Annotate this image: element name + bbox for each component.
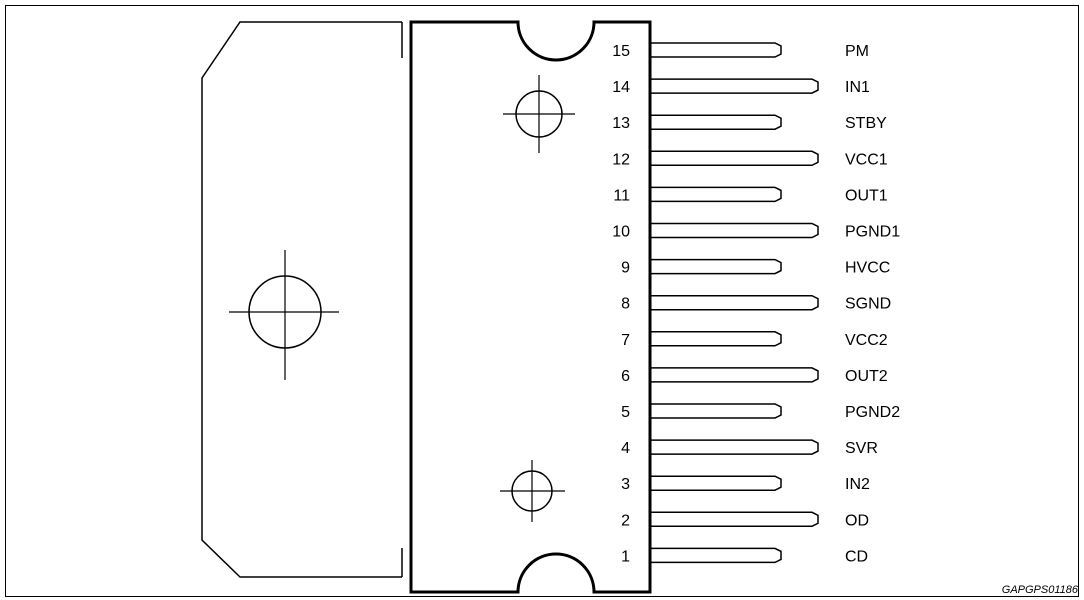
pin-label: OD	[845, 512, 869, 529]
pin-5-lead	[650, 403, 782, 419]
alignment-mark-bottom	[500, 460, 565, 522]
pin-label: SGND	[845, 296, 891, 313]
pin-label: VCC2	[845, 332, 888, 349]
pin-6-lead	[650, 367, 819, 383]
pin-number: 7	[621, 332, 630, 349]
pin-number: 14	[612, 79, 630, 96]
pin-label: PGND2	[845, 404, 900, 421]
diagram-frame	[5, 5, 1079, 597]
pin-number: 5	[621, 404, 630, 421]
pin-number: 10	[612, 224, 630, 241]
pin-number: 4	[621, 440, 630, 457]
pin-label: IN1	[845, 79, 870, 96]
pin-label: VCC1	[845, 151, 888, 168]
pin-label: OUT2	[845, 368, 888, 385]
pin-number: 15	[612, 43, 630, 60]
pin-number: 8	[621, 296, 630, 313]
pin-number: 13	[612, 115, 630, 132]
pin-number: 3	[621, 476, 630, 493]
pin-10-lead	[650, 222, 819, 239]
pin-14-lead	[650, 78, 819, 94]
pin-7-lead	[650, 331, 782, 347]
pin-label: SVR	[845, 440, 878, 457]
pin-9-lead	[650, 258, 782, 275]
pin-12-lead	[650, 150, 819, 167]
pin-label: PM	[845, 43, 869, 60]
pin-2-lead	[650, 511, 819, 528]
pin-4-lead	[650, 439, 819, 455]
pin-number: 1	[621, 548, 630, 565]
mounting-hole-large	[229, 250, 339, 380]
pin-3-lead	[650, 475, 782, 491]
pin-8-lead	[650, 294, 819, 311]
figure-code: GAPGPS01186	[1001, 584, 1078, 596]
pin-number: 2	[621, 512, 630, 529]
pin-label: HVCC	[845, 260, 890, 277]
heatsink-tab	[201, 21, 402, 578]
pin-number: 12	[612, 151, 630, 168]
pin-label: IN2	[845, 476, 870, 493]
package-body	[409, 20, 652, 594]
pin-label: STBY	[845, 115, 887, 132]
pin-1-lead	[650, 547, 782, 564]
pin-11-lead	[650, 186, 782, 203]
pin-13-lead	[650, 114, 782, 130]
pin-label: PGND1	[845, 224, 900, 241]
pin-label: CD	[845, 548, 868, 565]
alignment-mark-top	[503, 75, 575, 153]
pin-number: 6	[621, 368, 630, 385]
pin-number: 11	[613, 187, 630, 204]
pin-label: OUT1	[845, 187, 888, 204]
pin-15-lead	[650, 42, 782, 58]
pin-number: 9	[621, 260, 630, 277]
